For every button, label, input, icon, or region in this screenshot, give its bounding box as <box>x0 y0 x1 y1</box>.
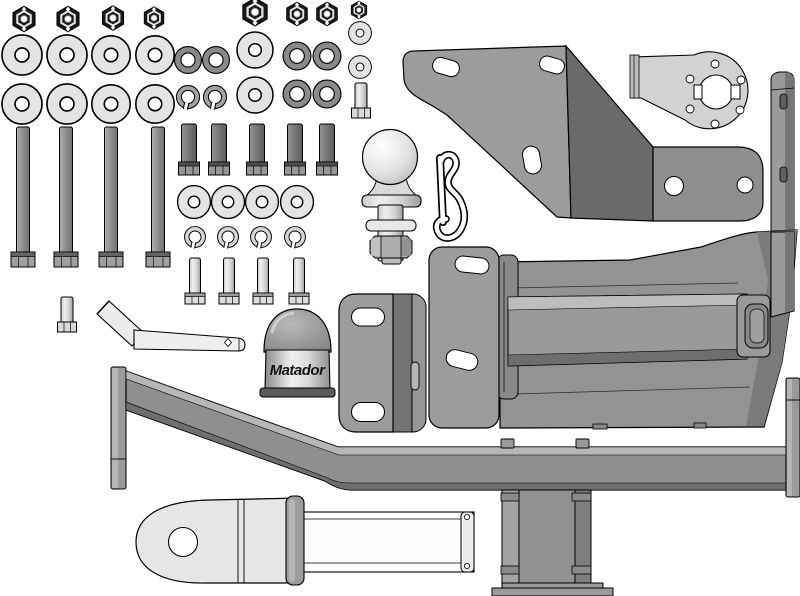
hex-bolt-short <box>218 257 240 305</box>
flat-washer <box>176 184 212 220</box>
drawbar-tongue-with-tube <box>135 495 475 586</box>
drawbar-beam <box>110 366 800 498</box>
hex-bolt-short <box>288 257 310 305</box>
split-lock-washer <box>202 84 228 111</box>
flat-washer <box>1 34 43 76</box>
hex-nut <box>101 4 125 32</box>
flat-washer-dark <box>282 41 312 71</box>
split-lock-washer <box>184 226 206 250</box>
hitch-pin-hole <box>167 526 199 558</box>
hex-nut <box>143 5 165 31</box>
flat-washer-dark <box>201 46 231 75</box>
receiver-tube <box>295 511 475 573</box>
ball-cover-label: Matador <box>270 362 327 379</box>
hex-bolt-long <box>145 126 171 268</box>
hex-bolt-medium <box>316 123 338 176</box>
flat-washer-dark <box>173 46 203 75</box>
flat-washer <box>236 76 274 114</box>
bent-hitch-pin <box>96 300 246 352</box>
assembly-side-plate <box>428 246 500 429</box>
hex-nut <box>315 1 339 27</box>
tongue-plate <box>135 497 302 584</box>
hex-bolt-medium <box>178 123 200 176</box>
flat-washer <box>46 83 88 125</box>
split-lock-washer <box>175 84 201 111</box>
hex-bolt-long <box>10 126 36 268</box>
slotted-bracket <box>338 293 427 433</box>
gusset-bracket <box>402 44 764 222</box>
flat-washer <box>46 34 88 76</box>
split-lock-washer <box>217 226 239 250</box>
flat-washer <box>91 84 131 124</box>
flat-washer-dark <box>282 79 312 109</box>
hex-bolt-small <box>351 82 371 119</box>
flat-washer-small <box>348 21 372 45</box>
flat-washer <box>236 31 274 69</box>
hex-nut <box>285 1 309 27</box>
hex-nut <box>241 0 269 28</box>
hex-bolt-medium <box>246 123 268 176</box>
r-clip <box>432 150 469 242</box>
flat-washer <box>244 184 280 220</box>
flat-washer-small <box>348 55 372 79</box>
receiver-post <box>491 489 614 596</box>
flat-washer-dark <box>312 41 342 71</box>
split-lock-washer <box>250 226 272 250</box>
hex-bolt-short <box>252 257 274 305</box>
hex-bolt-long <box>98 126 124 268</box>
split-lock-washer <box>284 226 306 250</box>
hex-nut-group <box>11 0 368 33</box>
flat-washer <box>210 184 246 220</box>
flat-washer-dark <box>312 79 342 109</box>
hex-nut <box>350 0 368 20</box>
flat-side-plate-lower <box>770 231 795 318</box>
tow-ball <box>361 128 422 265</box>
hex-bolt-small <box>57 296 77 333</box>
hex-bolt-long <box>53 126 79 268</box>
flat-washer <box>279 184 315 220</box>
hex-bolt-medium <box>284 123 306 176</box>
hex-nut <box>55 5 81 33</box>
socket-mounting-plate <box>629 51 749 130</box>
flat-washer <box>135 84 175 124</box>
hex-nut <box>11 5 37 33</box>
flat-washer <box>135 34 175 75</box>
ball-cover: Matador <box>259 308 336 398</box>
crossmember-bracket-assembly <box>428 229 798 430</box>
hex-bolt-medium <box>208 123 230 176</box>
flat-washer <box>91 34 131 75</box>
flat-washer <box>1 83 43 125</box>
flat-side-plate <box>770 71 795 233</box>
hex-bolt-short <box>184 257 206 305</box>
